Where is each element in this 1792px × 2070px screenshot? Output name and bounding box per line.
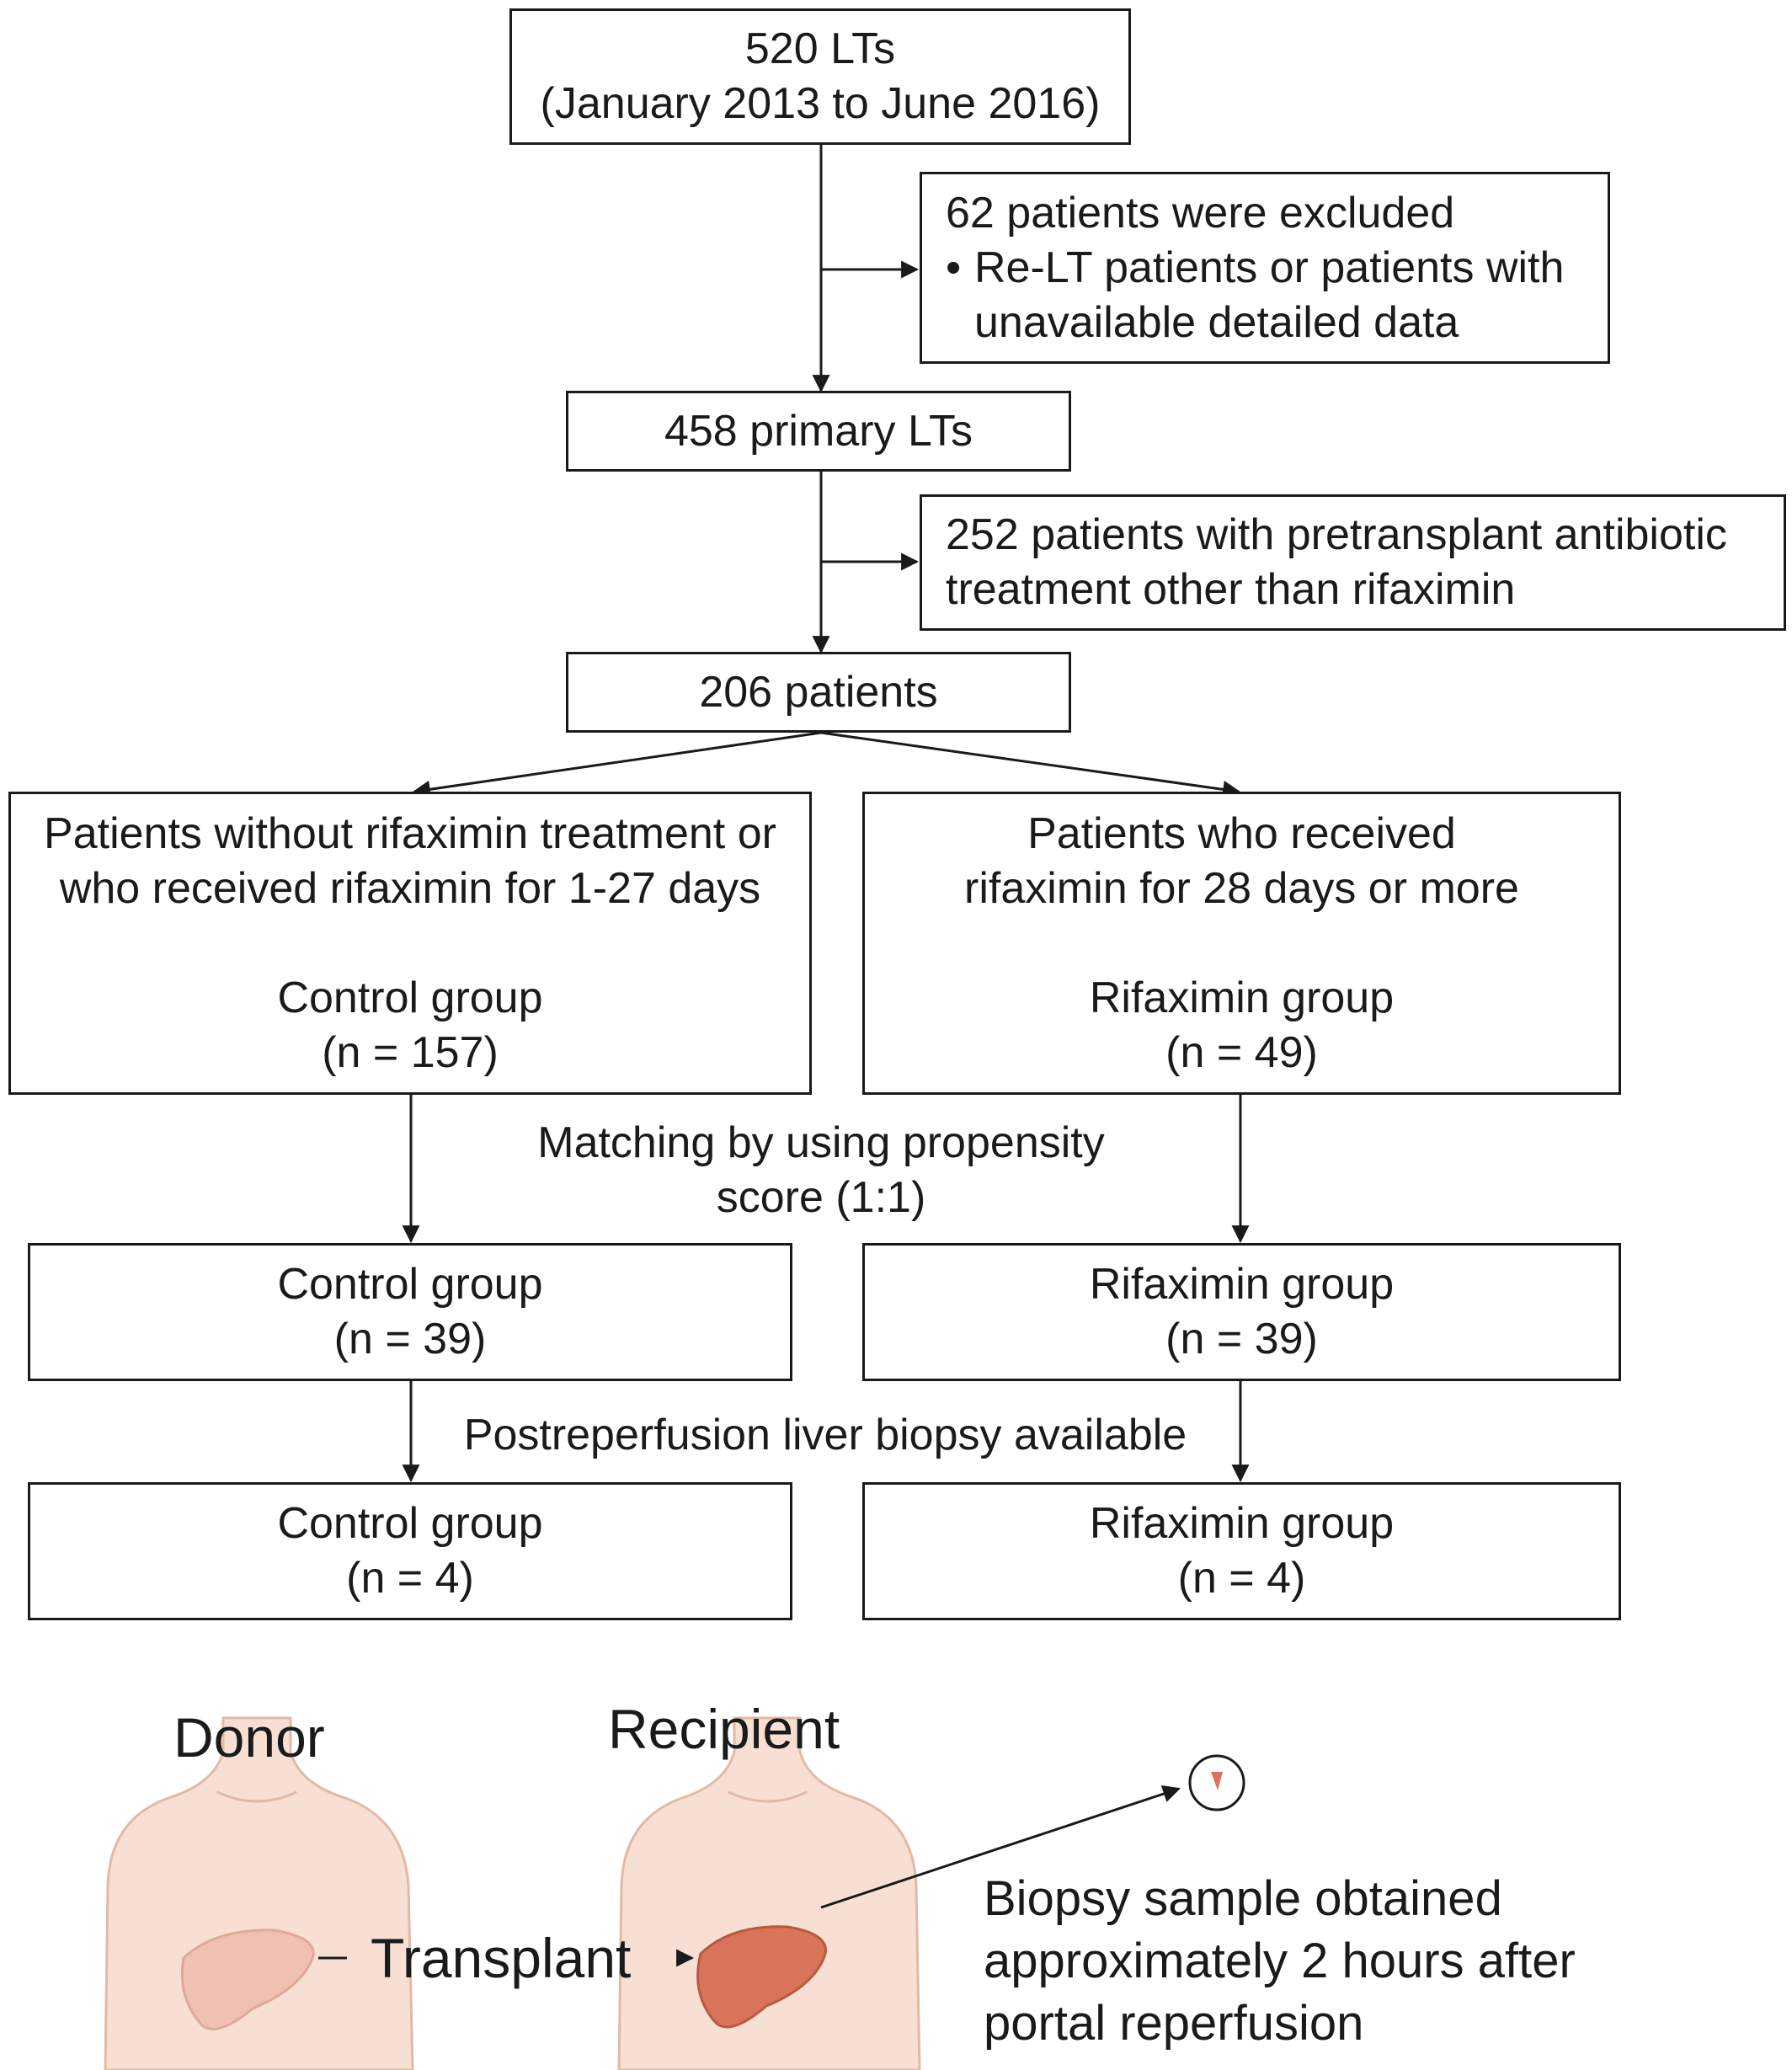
donor-liver-icon bbox=[180, 1929, 315, 2030]
bullet-dot-icon: • bbox=[946, 243, 962, 292]
recipient-label: Recipient bbox=[608, 1698, 840, 1760]
rifaximin-matched-n: (n = 39) bbox=[1165, 1315, 1318, 1363]
start-line-2: (January 2013 to June 2016) bbox=[540, 79, 1101, 128]
arrow-cohort-to-rifaximin bbox=[820, 731, 1241, 798]
box-antibiotic-exclusion: 252 patients with pretransplant antibiot… bbox=[920, 494, 1786, 631]
box-rifaximin-matched: Rifaximin group (n = 39) bbox=[862, 1243, 1621, 1381]
recipient-torso-icon bbox=[617, 1716, 921, 2070]
cohort-text: 206 patients bbox=[699, 667, 938, 717]
box-rifaximin-biopsy: Rifaximin group (n = 4) bbox=[862, 1482, 1621, 1620]
control-matched-n: (n = 39) bbox=[333, 1315, 487, 1363]
primary-text: 458 primary LTs bbox=[664, 406, 973, 456]
rifaximin-matched-label: Rifaximin group bbox=[1089, 1260, 1395, 1309]
antibiotic-line-1: 252 patients with pretransplant antibiot… bbox=[946, 510, 1727, 559]
box-control-biopsy: Control group (n = 4) bbox=[28, 1482, 792, 1620]
rifaximin-biopsy-n: (n = 4) bbox=[1177, 1554, 1306, 1603]
exclusion-bullet: • Re-LT patients or patients with bbox=[946, 241, 1564, 296]
box-cohort: 206 patients bbox=[566, 652, 1071, 733]
biopsy-label: Postreperfusion liver biopsy available bbox=[463, 1411, 1187, 1459]
box-rifaximin-all: Patients who received rifaximin for 28 d… bbox=[862, 792, 1621, 1095]
start-line-1: 520 LTs bbox=[744, 24, 896, 73]
rifaximin-desc-1: Patients who received bbox=[1027, 808, 1456, 858]
biopsy-arrow bbox=[820, 1785, 1181, 1909]
box-exclusion: 62 patients were excluded • Re-LT patien… bbox=[920, 172, 1610, 364]
box-control-matched: Control group (n = 39) bbox=[28, 1243, 792, 1381]
control-desc-1: Patients without rifaximin treatment or bbox=[44, 808, 776, 858]
donor-torso-icon bbox=[104, 1716, 414, 2070]
exclusion-bullet-text: Re-LT patients or patients with bbox=[974, 243, 1565, 292]
rifaximin-desc-2: rifaximin for 28 days or more bbox=[964, 863, 1519, 913]
control-biopsy-label: Control group bbox=[277, 1499, 543, 1548]
donor-label: Donor bbox=[173, 1706, 325, 1769]
biopsy-sample-icon bbox=[1211, 1772, 1223, 1790]
box-primary: 458 primary LTs bbox=[566, 391, 1071, 472]
box-start: 520 LTs (January 2013 to June 2016) bbox=[509, 8, 1131, 145]
control-biopsy-n: (n = 4) bbox=[346, 1554, 474, 1603]
control-group-label: Control group bbox=[277, 973, 543, 1022]
rifaximin-group-n: (n = 49) bbox=[1165, 1027, 1318, 1077]
rifaximin-biopsy-label: Rifaximin group bbox=[1089, 1499, 1395, 1548]
biopsy-caption-line-3: portal reperfusion bbox=[984, 1996, 1364, 2051]
control-desc-2: who received rifaximin for 1-27 days bbox=[59, 863, 761, 913]
control-matched-label: Control group bbox=[277, 1260, 543, 1309]
biopsy-caption-line-1: Biopsy sample obtained bbox=[984, 1871, 1502, 1926]
biopsy-caption-line-2: approximately 2 hours after bbox=[984, 1934, 1576, 1988]
recipient-liver-icon bbox=[696, 1925, 827, 2029]
matching-line-1: Matching by using propensity bbox=[537, 1118, 1105, 1167]
arrow-cohort-to-control bbox=[412, 731, 822, 798]
transplant-label: Transplant bbox=[371, 1927, 632, 1989]
box-control-all: Patients without rifaximin treatment or … bbox=[8, 792, 812, 1095]
control-group-n: (n = 157) bbox=[322, 1027, 499, 1077]
rifaximin-group-label: Rifaximin group bbox=[1089, 973, 1395, 1022]
matching-label: Matching by using propensity score (1:1) bbox=[505, 1116, 1137, 1225]
antibiotic-line-2: treatment other than rifaximin bbox=[946, 565, 1516, 614]
exclusion-bullet-cont: unavailable detailed data bbox=[974, 297, 1459, 347]
exclusion-title: 62 patients were excluded bbox=[946, 188, 1455, 237]
biopsy-caption: Biopsy sample obtained approximately 2 h… bbox=[984, 1868, 1576, 2055]
matching-line-2: score (1:1) bbox=[716, 1173, 926, 1222]
